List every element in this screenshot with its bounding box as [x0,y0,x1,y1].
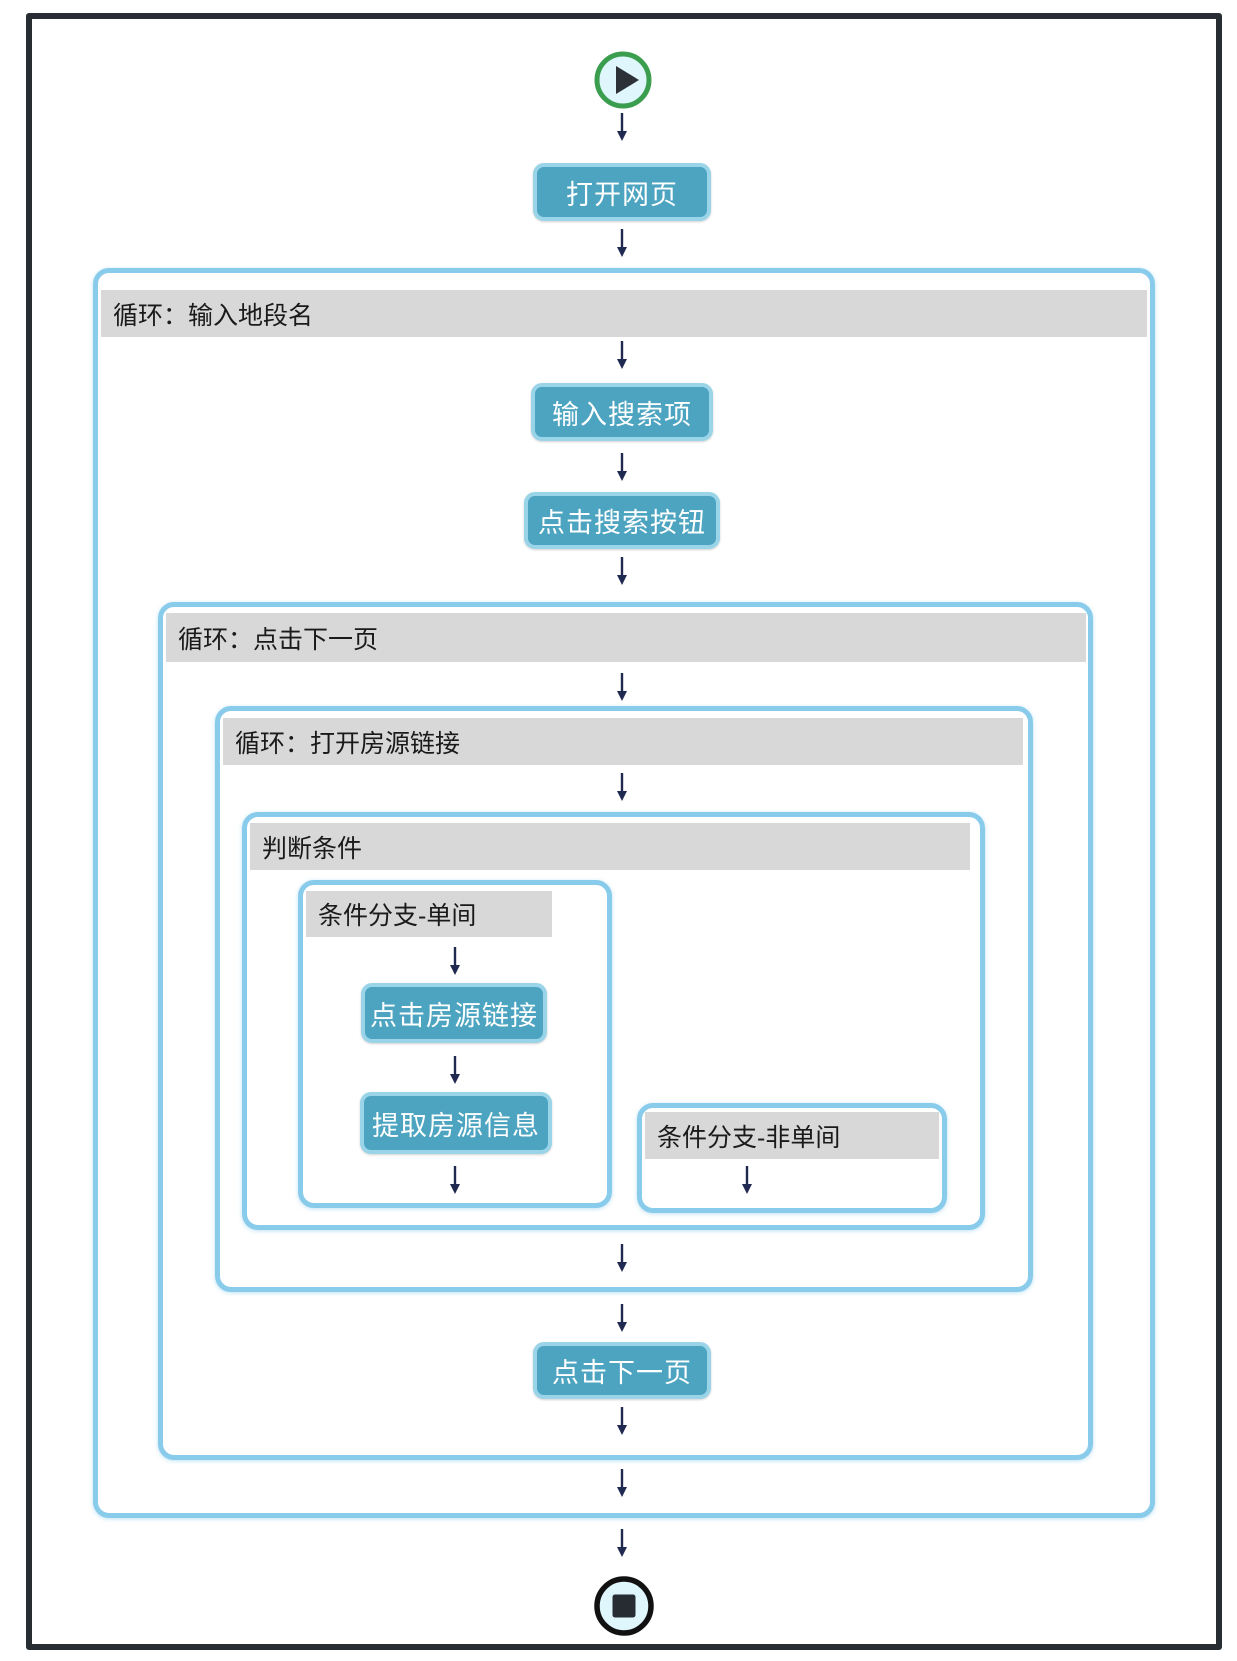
branch-non-single-room-container [637,1103,947,1213]
arrow-down-icon [615,1243,629,1273]
arrow-down-icon [740,1165,754,1195]
arrow-down-icon [615,112,629,142]
step-input-search-term-button[interactable]: 输入搜索项 [531,383,713,441]
step-click-next-page-button[interactable]: 点击下一页 [533,1342,711,1399]
arrow-down-icon [615,228,629,258]
arrow-down-icon [615,556,629,586]
arrow-down-icon [615,340,629,370]
arrow-down-icon [615,1406,629,1436]
end-stop-icon[interactable] [592,1574,656,1638]
branch-single-room-header[interactable]: 条件分支-单间 [306,891,552,937]
step-click-listing-link-button[interactable]: 点击房源链接 [361,983,547,1043]
loop-click-next-page-header[interactable]: 循环：点击下一页 [166,613,1086,662]
arrow-down-icon [615,1303,629,1333]
loop-open-listing-link-header[interactable]: 循环：打开房源链接 [223,718,1023,765]
start-play-icon[interactable] [593,50,653,110]
arrow-down-icon [448,1165,462,1195]
branch-non-single-room-header[interactable]: 条件分支-非单间 [645,1112,939,1159]
loop-input-location-header[interactable]: 循环：输入地段名 [101,290,1147,337]
canvas-frame [26,13,1222,1650]
loop-input-location-container [93,268,1155,1518]
arrow-down-icon [615,772,629,802]
arrow-down-icon [448,1055,462,1085]
arrow-down-icon [615,452,629,482]
step-click-search-button[interactable]: 点击搜索按钮 [524,492,720,549]
play-icon [594,51,652,109]
condition-header[interactable]: 判断条件 [250,823,970,870]
condition-container [242,812,985,1230]
arrow-down-icon [448,946,462,976]
step-open-webpage-button[interactable]: 打开网页 [533,163,711,221]
arrow-down-icon [615,672,629,702]
loop-click-next-page-container [158,602,1093,1460]
arrow-down-icon [615,1468,629,1498]
loop-open-listing-link-container [215,706,1033,1292]
stop-icon [594,1576,654,1636]
branch-single-room-container [298,880,612,1208]
step-extract-listing-info-button[interactable]: 提取房源信息 [360,1092,552,1154]
arrow-down-icon [615,1528,629,1558]
